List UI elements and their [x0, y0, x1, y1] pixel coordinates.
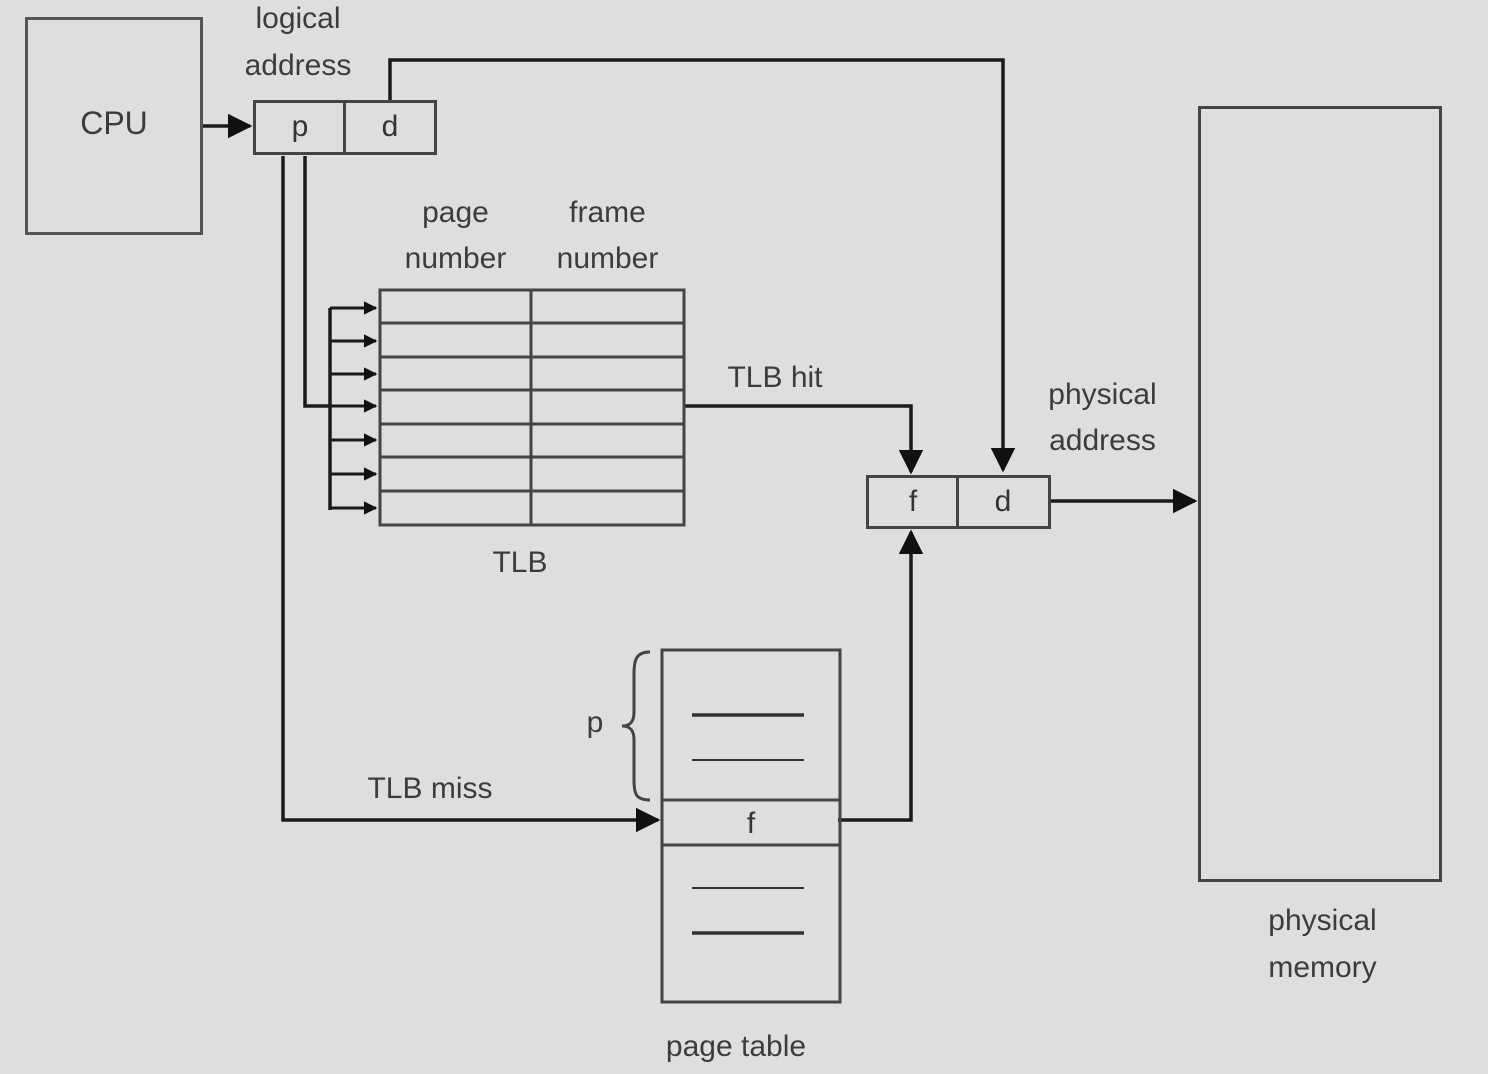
physical-memory-caption-1: physical — [1268, 904, 1377, 937]
page-table-entries — [692, 713, 804, 935]
logical-offset-field: d — [381, 110, 399, 143]
physical-memory-caption-2: memory — [1268, 951, 1377, 984]
tlb-col-page-2: number — [404, 242, 507, 275]
page-table-label: page table — [665, 1030, 807, 1063]
tlb-col-frame-1: frame — [569, 196, 646, 229]
tlb-col-page-1: page — [422, 196, 489, 229]
physical-memory-box — [1198, 106, 1442, 882]
physical-offset-field: d — [994, 485, 1012, 518]
physical-frame-field: f — [908, 485, 918, 518]
tlb-table — [378, 288, 686, 527]
tlb-hit-label: TLB hit — [727, 361, 823, 394]
page-table-box — [660, 648, 842, 1004]
logical-address-divider — [343, 100, 346, 155]
page-table-brace-label: p — [586, 706, 604, 739]
physical-address-divider — [956, 475, 959, 529]
logical-page-field: p — [291, 110, 309, 143]
tlb-label: TLB — [492, 546, 548, 579]
logical-address-caption-2: address — [244, 49, 352, 82]
cpu-box — [25, 17, 203, 235]
tlb-row-arrows — [330, 301, 378, 515]
page-index-brace — [621, 650, 651, 802]
logical-address-caption-1: logical — [255, 2, 341, 35]
tlb-miss-label: TLB miss — [367, 772, 493, 805]
tlb-col-frame-2: number — [556, 242, 659, 275]
cpu-label: CPU — [80, 105, 148, 141]
offset-path-arrow — [388, 58, 1016, 473]
tlb-hit-arrow — [684, 404, 924, 475]
physical-address-caption-1: physical — [1048, 378, 1157, 411]
page-table-frame-entry: f — [746, 807, 756, 840]
pagetable-to-frame-arrow — [838, 529, 924, 822]
physical-address-caption-2: address — [1049, 424, 1156, 457]
tlb-miss-arrow — [281, 156, 661, 833]
page-to-tlb-line — [303, 156, 330, 408]
